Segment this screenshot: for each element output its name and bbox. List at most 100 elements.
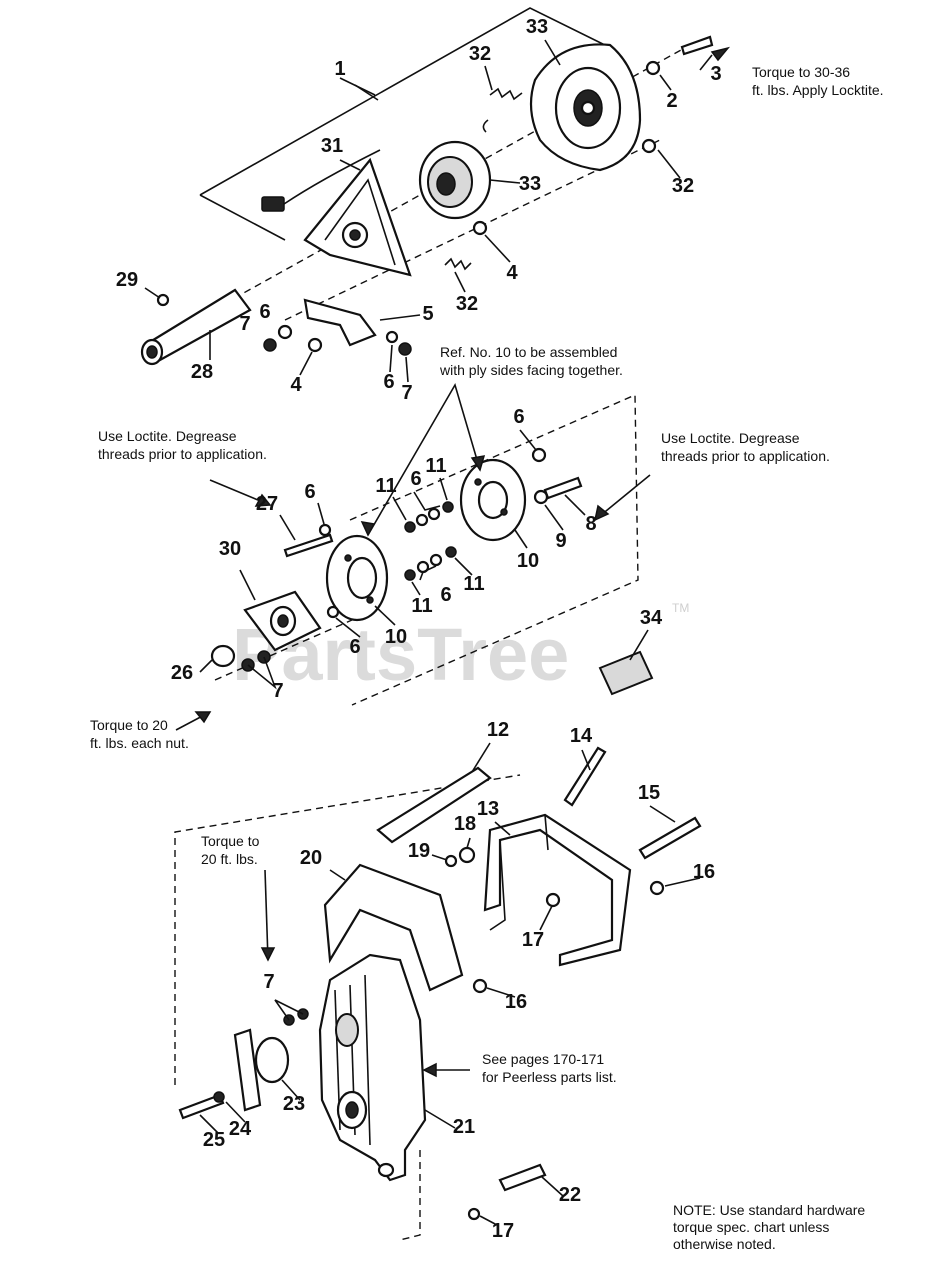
spacer-plate-part bbox=[243, 590, 322, 652]
callout-c31: 31 bbox=[321, 135, 343, 157]
callout-c28: 28 bbox=[191, 361, 213, 383]
callout-c14: 14 bbox=[570, 725, 593, 747]
callout-c6g: 6 bbox=[349, 636, 360, 658]
bolt-3 bbox=[680, 35, 714, 56]
shaft-part bbox=[140, 288, 252, 366]
bolt-15 bbox=[638, 816, 702, 860]
arm-part-23 bbox=[233, 1028, 290, 1112]
callout-c6d: 6 bbox=[410, 468, 421, 490]
callout-c5: 5 bbox=[422, 303, 433, 325]
callout-c27: 27 bbox=[256, 493, 278, 515]
callout-c4b: 4 bbox=[290, 374, 302, 396]
arrowheads bbox=[194, 46, 731, 1078]
callout-c32a: 32 bbox=[469, 43, 491, 65]
callout-c32c: 32 bbox=[456, 293, 478, 315]
callout-c21: 21 bbox=[453, 1116, 475, 1138]
washer-6c bbox=[531, 447, 547, 463]
washer-17a bbox=[545, 892, 561, 908]
callout-c2: 2 bbox=[666, 90, 677, 112]
callout-c8: 8 bbox=[585, 513, 596, 535]
callout-c25: 25 bbox=[203, 1129, 225, 1151]
callout-c34: 34 bbox=[640, 607, 663, 629]
gearbox-assembly-group bbox=[174, 746, 702, 1241]
callout-c6e: 6 bbox=[304, 481, 315, 503]
nut-11d bbox=[404, 569, 416, 581]
shield-part-20 bbox=[323, 863, 464, 992]
clutch-rotor-part bbox=[418, 140, 492, 220]
washer-24 bbox=[213, 1091, 225, 1103]
note-peerless: See pages 170-171 for Peerless parts lis… bbox=[482, 1051, 617, 1085]
note-loctite-27: Use Loctite. Degrease threads prior to a… bbox=[98, 428, 267, 462]
callout-c26: 26 bbox=[171, 662, 193, 684]
callout-c19: 19 bbox=[408, 840, 430, 862]
washer-6a bbox=[277, 324, 293, 340]
callout-c11a: 11 bbox=[425, 455, 446, 477]
callout-c20: 20 bbox=[300, 847, 322, 869]
bolt-8 bbox=[543, 476, 583, 500]
note-torque-7: Torque to 20 ft. lbs. bbox=[201, 833, 263, 867]
bolt-16b bbox=[472, 978, 488, 994]
note-loctite-8: Use Loctite. Degrease threads prior to a… bbox=[661, 430, 830, 464]
decal-part-34 bbox=[598, 650, 654, 696]
note-standard-hardware: NOTE: Use standard hardware torque spec.… bbox=[673, 1202, 869, 1252]
callout-c17a: 17 bbox=[522, 929, 544, 951]
leader-lines bbox=[144, 39, 713, 1226]
nut-29 bbox=[156, 293, 170, 307]
callout-c33a: 33 bbox=[526, 16, 548, 38]
nut-11b bbox=[404, 521, 416, 533]
callout-c6c: 6 bbox=[513, 406, 524, 428]
callout-c16b: 16 bbox=[505, 991, 527, 1013]
washer-6d-1 bbox=[415, 513, 429, 527]
watermark-tm: TM bbox=[672, 601, 689, 615]
bolt-4a bbox=[472, 220, 488, 236]
nut-26 bbox=[210, 644, 236, 668]
callout-c16a: 16 bbox=[693, 861, 715, 883]
washer-17b bbox=[467, 1207, 481, 1221]
nut-11c bbox=[445, 546, 457, 558]
washer-9 bbox=[533, 489, 549, 505]
washer-6e bbox=[318, 523, 332, 537]
callout-c22: 22 bbox=[559, 1184, 581, 1206]
note-ref-10: Ref. No. 10 to be assembled with ply sid… bbox=[439, 344, 623, 378]
callout-c18: 18 bbox=[454, 813, 476, 835]
callout-c30: 30 bbox=[219, 538, 241, 560]
washer-2 bbox=[645, 60, 661, 76]
mount-bar-part-12 bbox=[376, 766, 492, 844]
callout-c12: 12 bbox=[487, 719, 509, 741]
callout-c13: 13 bbox=[477, 798, 499, 820]
callout-c11b: 11 bbox=[375, 475, 396, 497]
notes: Torque to 30-36 ft. lbs. Apply Locktite.… bbox=[90, 64, 884, 1252]
note-torque-3: Torque to 30-36 ft. lbs. Apply Locktite. bbox=[752, 64, 884, 98]
bolt-25 bbox=[178, 1093, 225, 1120]
callout-c4a: 4 bbox=[506, 262, 518, 284]
washer-18 bbox=[458, 846, 476, 864]
callout-c32b: 32 bbox=[672, 175, 694, 197]
clutch-assembly-group bbox=[140, 7, 714, 366]
bolt-22 bbox=[498, 1163, 547, 1192]
bolt-14 bbox=[563, 746, 607, 807]
callout-c11d: 11 bbox=[411, 595, 432, 617]
spring-part-lower bbox=[444, 257, 472, 271]
callout-c7a: 7 bbox=[239, 313, 250, 335]
callout-c7b: 7 bbox=[401, 382, 412, 404]
bolt-4b bbox=[307, 337, 323, 353]
callout-c33b: 33 bbox=[519, 173, 541, 195]
callout-c9: 9 bbox=[555, 530, 566, 552]
nut-7b bbox=[398, 342, 412, 356]
clutch-housing-part bbox=[529, 43, 642, 172]
nut-7a bbox=[263, 338, 277, 352]
callout-c10b: 10 bbox=[385, 626, 407, 648]
bracket-part-5 bbox=[303, 298, 377, 347]
spring-part-top bbox=[482, 87, 523, 133]
callout-c24: 24 bbox=[229, 1118, 252, 1140]
pulley-part-front bbox=[325, 534, 389, 622]
callout-c3: 3 bbox=[710, 63, 721, 85]
field-plate-part bbox=[261, 149, 412, 277]
note-torque-26: Torque to 20 ft. lbs. each nut. bbox=[90, 717, 189, 751]
callout-c17b: 17 bbox=[492, 1220, 514, 1242]
callout-c29: 29 bbox=[116, 269, 138, 291]
nut-32 bbox=[641, 138, 657, 154]
callout-c23: 23 bbox=[283, 1093, 305, 1115]
callout-c7c: 7 bbox=[272, 680, 283, 702]
